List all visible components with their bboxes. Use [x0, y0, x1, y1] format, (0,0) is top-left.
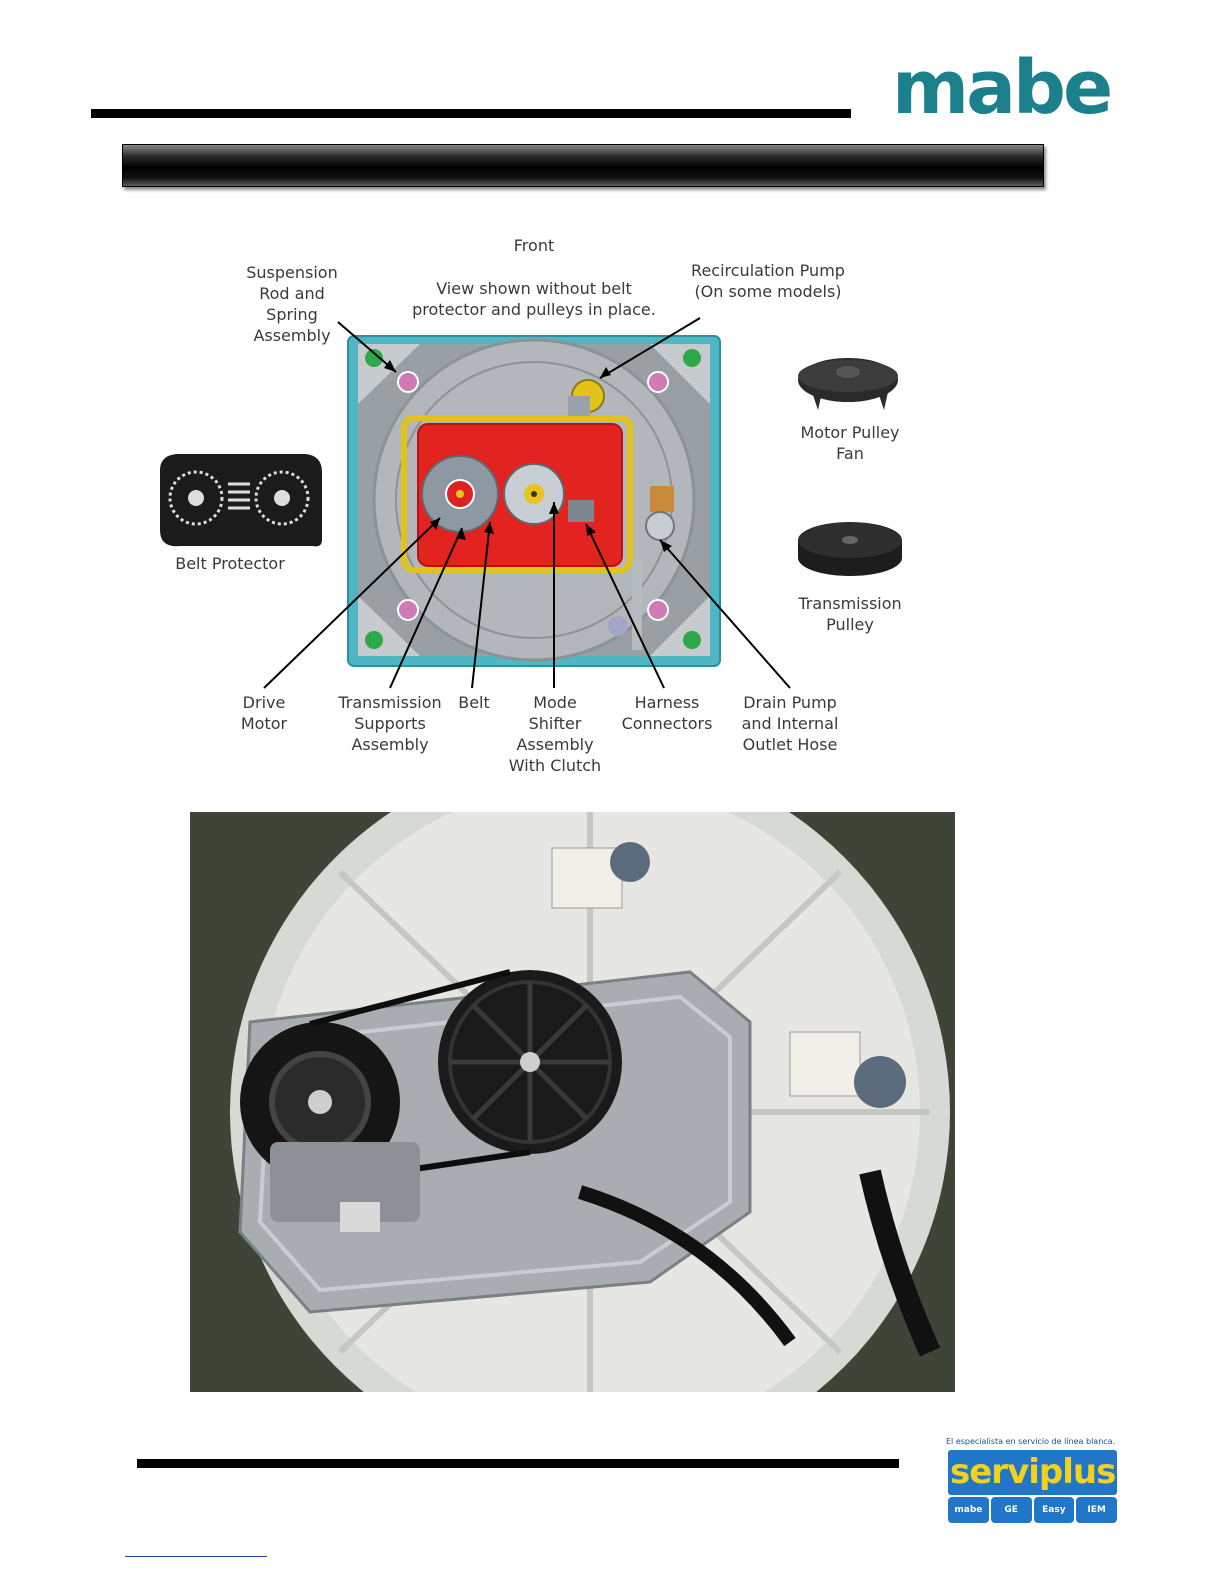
washer-bottom-diagram: Front View shown without belt protector … — [160, 236, 902, 775]
brand-chip-ge: GE — [990, 1497, 1032, 1523]
header-rule — [91, 109, 851, 118]
label-front: Front — [513, 236, 555, 255]
label-suspension: Suspension Rod and Spring Assembly — [246, 263, 338, 345]
brand-chip-iem: IEM — [1076, 1497, 1117, 1523]
label-transmission-supports: Transmission Supports Assembly — [338, 693, 442, 754]
washer-underside-photo — [190, 812, 955, 1392]
label-motor-pulley-fan: Motor Pulley Fan — [800, 423, 900, 463]
label-transmission-pulley: Transmission Pulley — [798, 594, 902, 634]
label-belt-protector: Belt Protector — [175, 554, 285, 573]
label-view-note: View shown without belt protector and pu… — [412, 279, 656, 319]
serviplus-logo-background — [948, 1450, 1117, 1495]
brand-chip-mabe: mabe — [948, 1497, 989, 1523]
serviplus-logo: serviplus — [950, 1452, 1116, 1492]
label-mode-shifter: Mode Shifter Assembly With Clutch — [508, 693, 602, 775]
photo-illustration — [190, 812, 955, 1392]
section-title-bar — [122, 144, 1044, 187]
label-drive-motor: Drive Motor — [240, 693, 288, 733]
label-harness-connectors: Harness Connectors — [621, 693, 713, 733]
diagram-illustration — [160, 317, 902, 689]
footer-rule — [137, 1459, 899, 1468]
footer-link-underline[interactable] — [125, 1556, 267, 1557]
serviplus-tagline: El especialista en servicio de línea bla… — [946, 1437, 1116, 1446]
label-belt: Belt — [458, 693, 490, 712]
label-recirculation-pump: Recirculation Pump (On some models) — [691, 261, 845, 301]
mabe-logo: mabe — [892, 45, 1113, 131]
label-drain-pump: Drain Pump and Internal Outlet Hose — [741, 693, 839, 754]
brand-strip: mabe GE Easy IEM — [948, 1497, 1117, 1523]
brand-chip-easy: Easy — [1033, 1497, 1075, 1523]
